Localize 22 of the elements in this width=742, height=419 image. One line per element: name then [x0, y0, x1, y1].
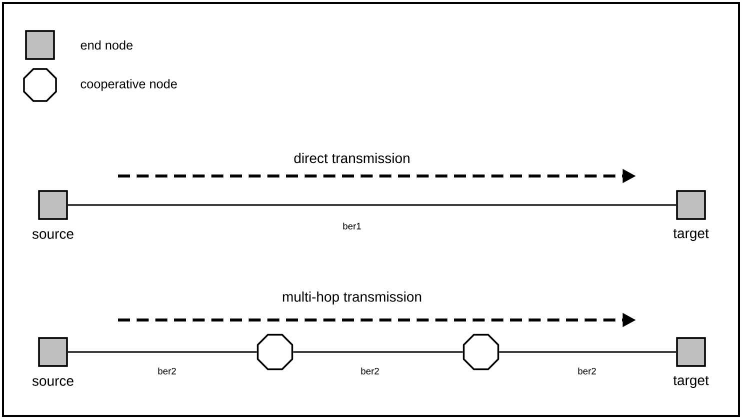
edge-label: ber2 — [359, 366, 381, 376]
node-caption: target — [673, 229, 709, 241]
arrow-label: direct transmission — [294, 152, 410, 164]
end-node-square — [676, 337, 706, 367]
edge-label: ber2 — [156, 366, 178, 376]
node-caption: target — [673, 376, 709, 388]
link-line — [68, 204, 676, 206]
link-line — [293, 351, 463, 353]
edge-label: ber2 — [576, 366, 598, 376]
end-node-square — [38, 337, 68, 367]
cooperative-node — [256, 334, 294, 370]
end-node-square — [676, 190, 706, 220]
node-caption: source — [32, 231, 74, 239]
end-node-square — [38, 190, 68, 220]
cooperative-node — [462, 334, 500, 370]
legend-text: end node — [80, 40, 133, 50]
link-line — [499, 351, 676, 353]
node-caption: source — [32, 378, 74, 386]
legend-text: cooperative node — [80, 79, 177, 91]
arrow-label: multi-hop transmission — [282, 291, 422, 305]
edge-label: ber1 — [341, 221, 363, 231]
link-line — [68, 351, 257, 353]
